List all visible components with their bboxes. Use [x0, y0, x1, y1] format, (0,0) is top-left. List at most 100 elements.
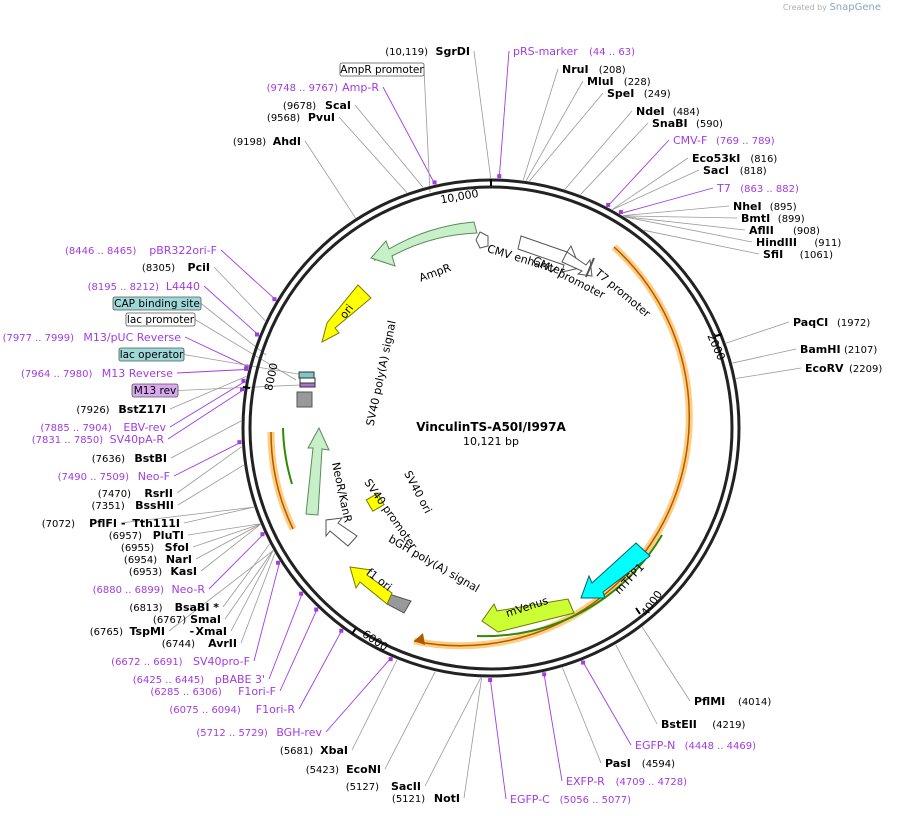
primer-binding-mark-f1ori-f — [314, 607, 319, 612]
box-leader-m13-rev — [177, 384, 301, 391]
leader-line-spei — [529, 92, 604, 182]
primer-binding-mark-pbr322ori-f — [272, 297, 277, 302]
primer-label-sv40pro-f: SV40pro-F — [193, 655, 250, 668]
primer-leader-f1ori-f — [279, 607, 319, 692]
site-label-sacii: SacII — [391, 780, 421, 793]
site-coord-bsteii: (4219) — [712, 720, 745, 731]
leader-line-pflmi — [641, 626, 691, 702]
site-coord-bstz17i: (7926) — [76, 405, 109, 416]
primer-binding-mark-prs-marker — [497, 174, 502, 179]
site-label-sgrdi: SgrDI — [436, 45, 470, 58]
leader-line-tspmi — [168, 550, 274, 632]
primer-binding-mark-cmv-f — [606, 202, 611, 207]
backbone-inner-ring — [248, 185, 734, 671]
leader-line-ecorv — [735, 367, 802, 379]
box-ampr-promoter — [339, 62, 425, 77]
site-coord-pluti: (6957) — [109, 531, 142, 542]
site-coord-ndei: (484) — [673, 107, 700, 118]
primer-coord-l4440: (8195 .. 8212) — [88, 282, 160, 293]
site-label-scai: ScaI — [325, 99, 351, 112]
feature-arrows — [296, 221, 651, 633]
primer-leader-egfp-c — [489, 677, 507, 800]
primer-label-egfp-c: EGFP-C — [510, 793, 550, 806]
neo-highlight-arc — [270, 431, 294, 530]
primer-coord-neo-r: (6880 .. 6899) — [93, 585, 165, 596]
primer-label-l4440: L4440 — [166, 280, 200, 293]
site-coord-noti: (5121) — [392, 794, 425, 805]
site-coord-avrii: (6744) — [162, 639, 195, 650]
sv40-ori-box — [365, 492, 385, 512]
primer-binding-mark-ebv-rev — [241, 378, 246, 383]
primer-binding-mark-m13-reverse — [244, 366, 249, 371]
primer-coord-sv40pro-f: (6672 .. 6691) — [111, 657, 183, 668]
primer-coord-f1ori-f: (6285 .. 6306) — [150, 687, 222, 698]
box-label-cap-binding-site: CAP binding site — [114, 298, 200, 310]
box-label-ampr-promoter: AmpR promoter — [340, 64, 424, 76]
site-coord-smai: (6767) — [153, 615, 186, 626]
primer-leader-sv40pro-f — [253, 561, 281, 662]
box-lac-operator — [118, 347, 185, 362]
tick-label-4000: 4000 — [638, 588, 665, 618]
primer-leader-neo-r — [208, 533, 265, 590]
primer-labels: pRS-marker(44 .. 63)Amp-R(9748 .. 9767)C… — [3, 45, 799, 806]
leader-line-pflfi — [120, 506, 254, 524]
site-coord-kasi: (6953) — [129, 567, 162, 578]
primer-label-bgh-rev: BGH-rev — [276, 726, 322, 739]
ampR-promoter-arrow — [475, 231, 489, 249]
site-label-ecorv: EcoRV — [805, 362, 844, 375]
site-coord-spei: (249) — [644, 89, 671, 100]
primer-label-f1ori-r: F1ori-R — [256, 703, 296, 716]
primer-coord-m13-reverse: (7964 .. 7980) — [21, 369, 93, 380]
site-coord-nrui: (208) — [599, 65, 626, 76]
leader-line-nhei — [622, 205, 730, 217]
primer-coord-egfp-n: (4448 .. 4469) — [685, 741, 757, 752]
site-coord-sfii: (1061) — [800, 250, 833, 261]
site-label-mlui: MluI — [587, 75, 614, 88]
site-label-spei: SpeI — [607, 87, 634, 100]
primer-leader-prs-marker — [498, 50, 510, 179]
site-coord-sgrdi: (10,119) — [385, 47, 428, 58]
primer-binding-mark-pbabe-3 — [299, 591, 304, 596]
neo-highlight-halo — [267, 431, 297, 531]
leader-line-bstz17i — [169, 375, 247, 410]
leader-line-avrii — [240, 553, 276, 644]
tick-mark-6000 — [351, 627, 357, 635]
site-coord-pvui: (9568) — [267, 113, 300, 124]
site-label-bsshii: BssHII — [135, 499, 174, 512]
site-label-nhei: NheI — [733, 200, 762, 213]
box-m13-rev — [131, 383, 179, 398]
tick-mark-2000 — [715, 333, 723, 337]
neor-kanr-arrow — [305, 426, 330, 516]
primer-label-pbabe-3: pBABE 3' — [215, 673, 265, 686]
site-label-pflfi: PflFI — [89, 517, 117, 530]
t7-promoter-arrow — [585, 257, 595, 278]
primer-label-t7: T7 — [716, 182, 731, 195]
m13-rev-marker — [299, 382, 316, 388]
primer-label-m13-puc-reverse: M13/pUC Reverse — [83, 331, 181, 344]
primer-label-neo-f: Neo-F — [138, 470, 170, 483]
site-coord-bstbi: (7636) — [92, 454, 125, 465]
ampR-arrow — [370, 221, 478, 267]
primer-coord-ebv-rev: (7885 .. 7904) — [40, 423, 112, 434]
leader-line-econi — [384, 671, 436, 770]
site-label-smai: SmaI — [190, 613, 221, 626]
cmv-promoter-arrow — [561, 251, 593, 277]
primer-binding-mark-neo-f — [237, 440, 242, 445]
leader-line-noti — [463, 677, 483, 799]
leader-line-mlui — [525, 80, 584, 181]
box-label-lac-promoter: lac promoter — [127, 314, 195, 326]
site-dash-tth111i: - — [121, 517, 126, 530]
box-leader-ampr-promoter — [423, 69, 431, 193]
leader-line-eco53ki — [612, 157, 689, 210]
leader-line-scai — [354, 104, 424, 188]
feature-label-bgh-polya: bGH poly(A) signal — [386, 533, 481, 596]
primer-coord-neo-f: (7490 .. 7509) — [58, 472, 130, 483]
primer-binding-mark-bgh-rev — [388, 657, 393, 662]
site-label-ndei: NdeI — [636, 105, 665, 118]
leader-line-saci — [612, 169, 700, 210]
primer-leader-ebv-rev — [169, 380, 246, 428]
site-coord-rsrii: (7470) — [98, 489, 131, 500]
primer-binding-mark-f1ori-r — [339, 628, 344, 633]
site-coord-pflmi: (4014) — [738, 697, 771, 708]
primer-label-pbr322ori-f: pBR322ori-F — [149, 244, 217, 257]
